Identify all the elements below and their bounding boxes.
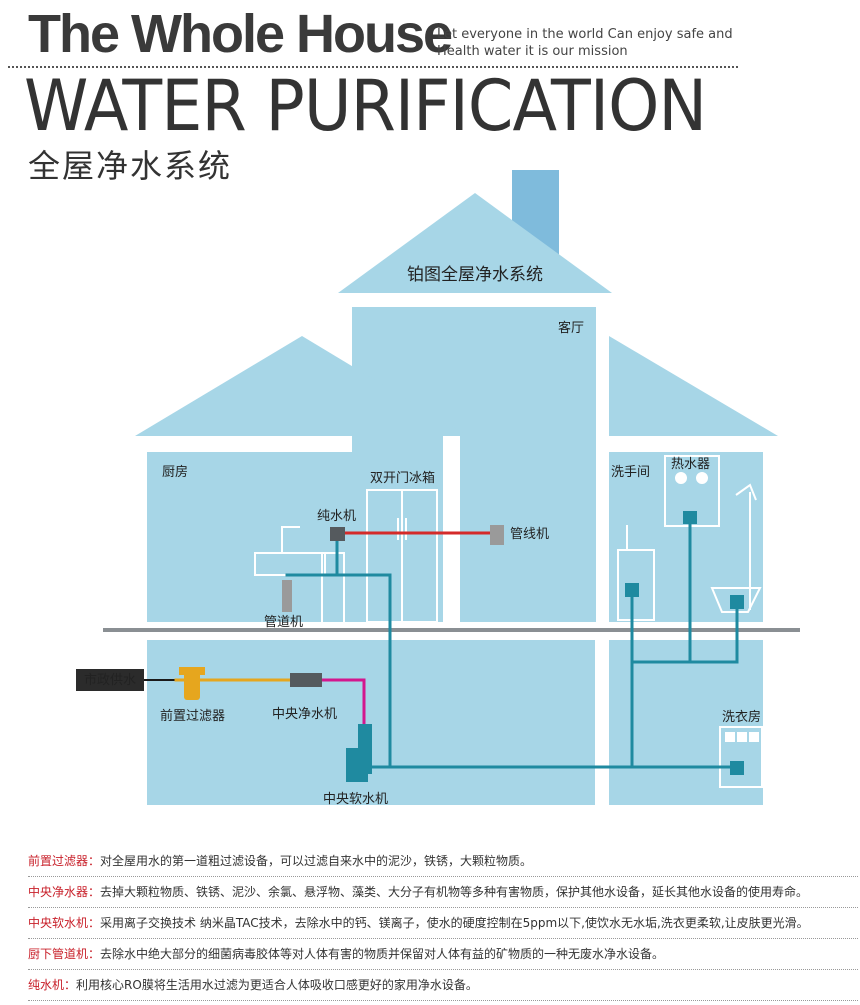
floor-line bbox=[103, 628, 800, 632]
legend-desc: 去掉大颗粒物质、铁锈、泥沙、余氯、悬浮物、藻类、大分子有机物等多种有害物质，保护… bbox=[100, 885, 809, 899]
mission-line-2: Health water it is our mission bbox=[437, 44, 628, 59]
legend-row: 前置过滤器：对全屋用水的第一道粗过滤设备，可以过滤自来水中的泥沙，铁锈，大颗粒物… bbox=[28, 846, 858, 877]
central-purifier-icon bbox=[290, 673, 322, 687]
living-room-label: 客厅 bbox=[558, 320, 584, 336]
legend-term: 厨下管道机 bbox=[28, 947, 89, 961]
roof-title: 铂图全屋净水系统 bbox=[407, 265, 543, 285]
pipe-machine-icon bbox=[282, 580, 292, 612]
municipal-supply-box bbox=[76, 669, 144, 691]
title-sub: WATER PURIFICATION bbox=[24, 65, 707, 147]
pipeline-machine-label: 管线机 bbox=[510, 527, 549, 542]
pipeline-machine-icon bbox=[490, 525, 504, 545]
legend-desc: 利用核心RO膜将生活用水过滤为更适合人体吸收口感更好的家用净水设备。 bbox=[76, 978, 478, 992]
legend-term: 中央软水机 bbox=[28, 916, 89, 930]
ro-machine-label: 纯水机 bbox=[317, 509, 356, 524]
pipe-purified bbox=[318, 678, 366, 732]
dotted-divider bbox=[8, 66, 738, 68]
title-main: The Whole House bbox=[28, 4, 453, 64]
mission-statement: Let everyone in the world Can enjoy safe… bbox=[437, 26, 737, 60]
kitchen-label: 厨房 bbox=[162, 464, 188, 480]
water-heater-label: 热水器 bbox=[671, 457, 710, 472]
bathroom-fixtures bbox=[617, 455, 762, 621]
municipal-supply-label: 市政供水 bbox=[84, 672, 136, 688]
legend-row: 厨下管道机：去除水中绝大部分的细菌病毒胶体等对人体有害的物质并保留对人体有益的矿… bbox=[28, 939, 858, 970]
legend-term: 中央净水器 bbox=[28, 885, 89, 899]
heater-valve-icon bbox=[683, 511, 697, 524]
legend-desc: 采用离子交换技术 纳米晶TAC技术，去除水中的钙、镁离子，使水的硬度控制在5pp… bbox=[100, 916, 809, 930]
center-roof bbox=[338, 193, 612, 293]
pre-filter-icon bbox=[179, 667, 205, 700]
title-cn: 全屋净水系统 bbox=[28, 147, 233, 185]
pipes bbox=[139, 516, 739, 769]
central-softener-icon bbox=[346, 724, 372, 782]
kitchen-room bbox=[147, 452, 443, 622]
house-diagram: 市政供水 铂图全屋净水系统 客厅 厨房 双开门冰箱 纯水机 管线机 管道机 洗手… bbox=[76, 170, 800, 807]
legend: 前置过滤器：对全屋用水的第一道粗过滤设备，可以过滤自来水中的泥沙，铁锈，大颗粒物… bbox=[28, 846, 858, 1001]
basement-right bbox=[609, 640, 763, 805]
pipe-to-ro bbox=[335, 538, 392, 769]
central-purifier-label: 中央净水机 bbox=[272, 707, 337, 722]
sink-valve-icon bbox=[625, 583, 639, 597]
washing-machine bbox=[719, 726, 763, 788]
legend-row: 中央软水机：采用离子交换技术 纳米晶TAC技术，去除水中的钙、镁离子，使水的硬度… bbox=[28, 908, 858, 939]
legend-desc: 对全屋用水的第一道粗过滤设备，可以过滤自来水中的泥沙，铁锈，大颗粒物质。 bbox=[100, 854, 533, 868]
legend-desc: 去除水中绝大部分的细菌病毒胶体等对人体有害的物质并保留对人体有益的矿物质的一种无… bbox=[100, 947, 665, 961]
legend-term: 纯水机 bbox=[28, 978, 65, 992]
toilet-valve-icon bbox=[730, 595, 744, 609]
legend-row: 纯水机：利用核心RO膜将生活用水过滤为更适合人体吸收口感更好的家用净水设备。 bbox=[28, 970, 858, 1001]
pre-filter-label: 前置过滤器 bbox=[160, 708, 225, 724]
legend-term: 前置过滤器 bbox=[28, 854, 89, 868]
mission-line-1: Let everyone in the world Can enjoy safe… bbox=[437, 27, 733, 42]
bathroom-label: 洗手间 bbox=[611, 465, 650, 480]
central-softener-label: 中央软水机 bbox=[323, 792, 388, 807]
kitchen-fixtures bbox=[254, 489, 438, 624]
basement-left bbox=[147, 640, 595, 805]
fridge-label: 双开门冰箱 bbox=[370, 470, 435, 486]
laundry-label: 洗衣房 bbox=[722, 709, 761, 725]
pipe-machine-label: 管道机 bbox=[264, 615, 303, 630]
ro-machine-icon bbox=[330, 527, 345, 541]
pipe-toilet bbox=[630, 600, 739, 664]
legend-row: 中央净水器：去掉大颗粒物质、铁锈、泥沙、余氯、悬浮物、藻类、大分子有机物等多种有… bbox=[28, 877, 858, 908]
right-roof bbox=[609, 336, 778, 436]
left-roof bbox=[135, 336, 468, 436]
washer-valve-icon bbox=[730, 761, 744, 775]
